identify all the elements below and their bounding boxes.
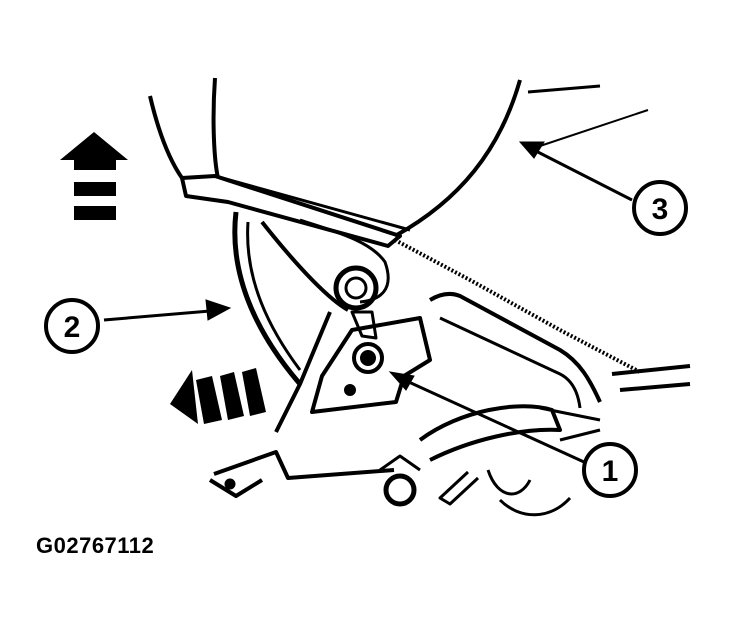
- lamp-assembly: [232, 211, 390, 433]
- up-arrow-icon: [60, 132, 128, 220]
- grille-trim: [394, 238, 691, 422]
- callout-2-label: 2: [64, 311, 81, 344]
- lower-support: [208, 404, 601, 517]
- mount-bracket: [310, 265, 432, 414]
- leader-lines: [103, 109, 649, 464]
- bumper-cover: [148, 77, 601, 248]
- left-arrow-icon: [170, 368, 266, 424]
- callout-2: 2: [44, 298, 100, 354]
- callout-1-label: 1: [602, 455, 619, 488]
- figure-id-label: G02767112: [36, 533, 155, 558]
- leader-3: [518, 109, 649, 202]
- callout-1: 1: [582, 442, 638, 498]
- callout-3: 3: [632, 180, 688, 236]
- leader-1: [388, 371, 585, 464]
- leader-2: [103, 299, 232, 322]
- callout-3-label: 3: [652, 193, 669, 226]
